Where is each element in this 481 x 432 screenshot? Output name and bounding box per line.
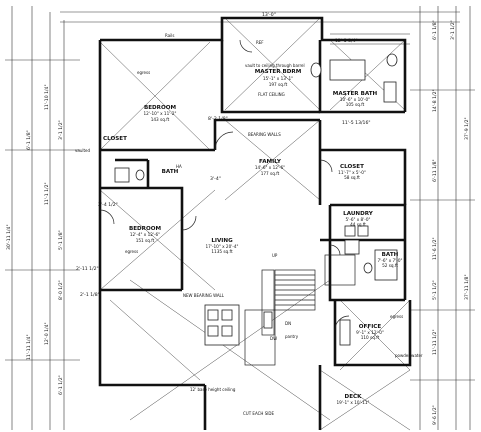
dw-note: DW (270, 336, 277, 341)
vaulted-note: vaulted (75, 148, 90, 153)
bath-fixtures (114, 53, 398, 346)
vault-note: vault to ceiling through barrel (245, 63, 305, 68)
master-bath-size: 10'-6" x 10'-0" (340, 97, 370, 102)
bedroom1-area: 143 sq.ft (151, 117, 170, 122)
bedroom2-name: BEDROOM (129, 226, 162, 232)
dim-inner-3: 2'-11 1/2" (76, 266, 99, 272)
office-name: OFFICE (359, 324, 382, 330)
office-area: 110 sq.ft (361, 335, 380, 340)
laundry-area: 44 sq.ft (350, 222, 366, 227)
dim-left-7: 8'-0 1/2" (58, 280, 64, 300)
dim-inner-4: 2'-1 1/8" (80, 292, 100, 298)
dim-top-a: 12'-5 3/4" (335, 38, 358, 44)
dim-right-10: 3'-1 1/2" (450, 20, 456, 40)
living-size: 17'-10" x 20'-4" (206, 244, 239, 249)
ceiling-diagonals (99, 17, 411, 431)
bedroom2-area: 151 sq.ft (136, 238, 155, 243)
new-bearing-wall-note: NEW BEARING WALL (183, 293, 225, 298)
family-size: 14'-6" x 12'-6" (255, 165, 285, 170)
bath-right-area: 52 sq.ft (382, 263, 398, 268)
dn-note: DN (285, 321, 291, 326)
dim-right-4: 6'-11 1/8" (432, 159, 438, 182)
master-bath-area: 105 sq.ft (346, 102, 365, 107)
bearing-walls-note: BEARING WALLS (248, 132, 281, 137)
family-area: 177 sq.ft (261, 171, 280, 176)
family-name: FAMILY (259, 159, 282, 165)
laundry-name: LAUNDRY (343, 211, 374, 217)
dim-left-6: 30'-11 1/4" (6, 224, 12, 250)
dim-right-6: 37'-11 1/8" (464, 274, 470, 300)
bath-right-name: BATH (382, 252, 399, 258)
dim-left-1: 11'-10 1/4" (44, 84, 50, 110)
living-area: 1135 sq.ft (211, 249, 233, 254)
dim-right-1: 6'-1 1/8" (432, 20, 438, 40)
bedroom1-name: BEDROOM (144, 105, 177, 111)
dim-inner-1: 8'-2 1/8" (208, 116, 228, 122)
deck-size: 19'-1" x 10'-11" (337, 400, 370, 405)
master-bdrm-name: MASTER BDRM (255, 69, 302, 75)
ha-note: HA (176, 164, 182, 169)
pantry-note: pantry (285, 334, 299, 339)
dim-right-9: 9'-6 1/2" (432, 405, 438, 425)
walls (98, 16, 412, 430)
dim-right-7: 5'-1 1/2" (432, 280, 438, 300)
master-bdrm-size: 15'-1" x 13'-1" (263, 76, 293, 81)
dim-inner-2: 2'-4 1/2" (98, 202, 118, 208)
master-bdrm-area: 197 sq.ft (269, 82, 288, 87)
dim-left-10: 6'-1 1/2" (58, 375, 64, 395)
laundry-size: 5'-6" x 8'-0" (346, 217, 371, 222)
ceiling-height-note: 12' base height ceiling (190, 387, 236, 392)
egress-note-2: egress (125, 249, 138, 254)
powder-note: powder water (395, 353, 423, 358)
closet-right-area: 58 sq.ft (344, 175, 360, 180)
dim-left-9: 11'-11 1/4" (26, 334, 32, 360)
ref-note: REF (256, 40, 264, 45)
cut-each-side-note: CUT EACH SIDE (243, 411, 275, 416)
egress-note-3: egress (390, 314, 403, 319)
dim-right-3: 37'-9 1/2" (464, 117, 470, 140)
office-size: 9'-1" x 12'-0" (356, 330, 384, 335)
dim-left-3: 6'-1 1/8" (26, 130, 32, 150)
dim-right-8: 11'-11 1/2" (432, 329, 438, 355)
master-bath-name: MASTER BATH (333, 91, 378, 97)
bedroom2-size: 12'-4" x 12'-6" (130, 232, 160, 237)
closet-right-name: CLOSET (340, 164, 364, 170)
dim-left-4: 11'-1 1/2" (44, 182, 50, 205)
living-name: LIVING (211, 238, 233, 244)
bath-left-name: BATH (162, 169, 179, 175)
dim-right-5: 11'-6 1/2" (432, 237, 438, 260)
dimension-labels: 12'-5 3/4" 13'-0" 11'-5 13/16" 8'-2 1/8"… (6, 12, 470, 425)
dimension-lines (5, 6, 475, 430)
bath-right-size: 7'-6" x 7'-0" (378, 258, 403, 263)
dim-left-8: 12'-0 1/4" (44, 322, 50, 345)
egress-note-1: egress (137, 70, 150, 75)
rails-note: Rails (165, 33, 174, 38)
dim-mb-right: 11'-5 13/16" (342, 120, 371, 126)
annotation-notes: Rails vault to ceiling through barrel va… (75, 33, 423, 416)
deck-name: DECK (345, 394, 363, 400)
door-swings (99, 39, 350, 331)
closet-right-size: 11'-7" x 5'-0" (338, 170, 366, 175)
dim-left-2: 3'-1 1/2" (58, 120, 64, 140)
stair-and-kitchen (204, 254, 356, 366)
dim-top-b: 13'-0" (262, 12, 276, 18)
dim-left-5: 5'-1 1/8" (58, 230, 64, 250)
bedroom1-size: 12'-10" x 11'-2" (144, 111, 177, 116)
dim-inner-5: 3'-4" (210, 176, 221, 182)
closet-left-name: CLOSET (103, 136, 127, 142)
up-note: UP (272, 253, 278, 258)
flat-ceiling-note: FLAT CEILING (258, 92, 285, 97)
room-labels: MASTER BDRM 15'-1" x 13'-1" 197 sq.ft MA… (103, 69, 403, 405)
dim-right-2: 14'-8 1/2" (432, 89, 438, 112)
